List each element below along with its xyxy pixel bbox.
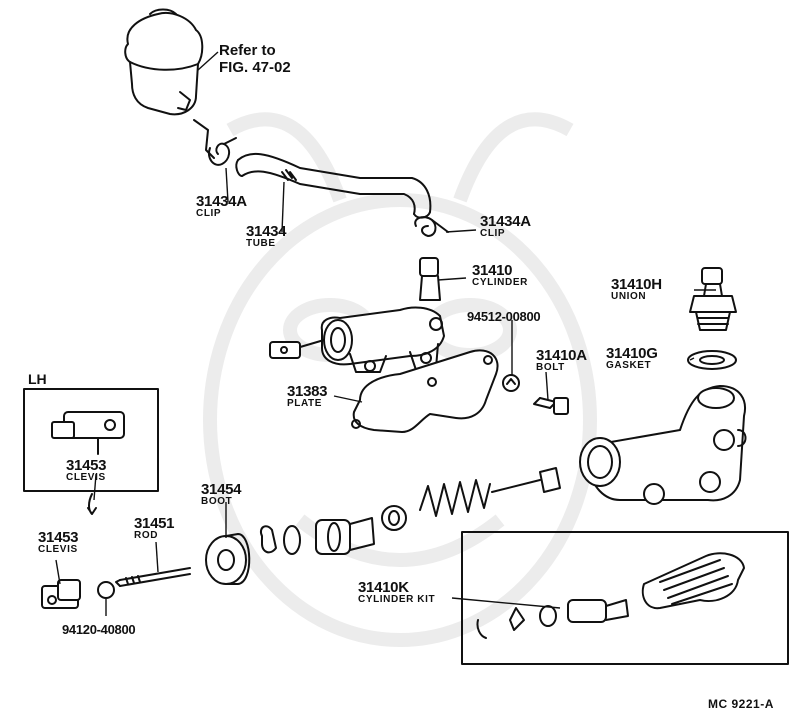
spring-drawing bbox=[419, 479, 491, 517]
part-name: CLEVIS bbox=[38, 544, 78, 555]
gasket-31410G-drawing bbox=[687, 350, 737, 370]
callout-94512-00800: 94512-00800 bbox=[467, 309, 541, 324]
part-number: 94512-00800 bbox=[467, 309, 541, 324]
callout-31410A: 31410A BOLT bbox=[536, 348, 587, 373]
part-number: 31410A bbox=[536, 347, 587, 364]
callout-31453-inset: 31453 CLEVIS bbox=[66, 457, 107, 483]
part-name: CLIP bbox=[196, 208, 222, 219]
cylinder-body-drawing bbox=[579, 385, 747, 505]
clevis-31453-drawing bbox=[41, 579, 81, 609]
callout-31434A-top: 31434A CLIP bbox=[196, 194, 247, 219]
part-number: 94120-40800 bbox=[62, 622, 136, 637]
part-name: UNION bbox=[611, 291, 647, 302]
callout-31410G: 31410G GASKET bbox=[606, 346, 658, 371]
inset-lh-title: LH bbox=[28, 371, 47, 387]
piston-drawing bbox=[315, 505, 407, 555]
rod-31451-drawing bbox=[115, 567, 191, 587]
callout-94120-40800: 94120-40800 bbox=[62, 622, 136, 637]
callout-31454: 31454 BOOT bbox=[201, 481, 242, 507]
pushrod-drawing bbox=[491, 467, 561, 493]
part-name: TUBE bbox=[246, 238, 276, 249]
part-name: CYLINDER bbox=[472, 277, 528, 288]
cylinder-31410-drawing bbox=[269, 257, 445, 373]
nut-94120-drawing bbox=[97, 581, 115, 599]
part-name: BOOT bbox=[201, 496, 233, 507]
plate-31383-drawing bbox=[351, 349, 499, 433]
cup-seal-drawing bbox=[260, 525, 301, 555]
clip-31434A-right-drawing bbox=[414, 216, 449, 237]
part-number: 31410K bbox=[358, 579, 409, 596]
callout-31451: 31451 ROD bbox=[134, 515, 175, 541]
reservoir-drawing bbox=[124, 8, 215, 159]
part-name: ROD bbox=[134, 530, 159, 541]
part-name: PLATE bbox=[287, 398, 323, 409]
callout-31410H: 31410H UNION bbox=[611, 277, 662, 302]
bolt-31410A-drawing bbox=[533, 397, 569, 415]
clip-31434A-top-drawing bbox=[208, 137, 237, 166]
callout-31383: 31383 PLATE bbox=[287, 383, 328, 409]
part-number: 31383 bbox=[287, 383, 328, 400]
part-number: 31453 bbox=[38, 529, 79, 546]
part-name: CYLINDER KIT bbox=[358, 594, 436, 605]
drawing-code: MC 9221-A bbox=[708, 697, 774, 711]
part-name: BOLT bbox=[536, 362, 565, 373]
callout-31410K: 31410K CYLINDER KIT bbox=[358, 580, 435, 605]
union-31410H-drawing bbox=[689, 267, 737, 331]
part-name: CLIP bbox=[480, 228, 506, 239]
refer-note: Refer to FIG. 47-02 bbox=[219, 42, 291, 76]
part-number: 31410 bbox=[472, 262, 513, 279]
tube-31434-drawing bbox=[235, 152, 432, 219]
callout-31410: 31410 CYLINDER bbox=[472, 263, 528, 288]
part-number: 31453 bbox=[66, 457, 107, 474]
callout-31434A-right: 31434A CLIP bbox=[480, 214, 531, 239]
leader-lines bbox=[55, 51, 716, 616]
refer-note-line2: FIG. 47-02 bbox=[219, 59, 291, 76]
cylinder-kit-box bbox=[461, 531, 789, 665]
part-number: 31410G bbox=[606, 345, 658, 362]
part-number: 31434A bbox=[196, 193, 247, 210]
part-name: GASKET bbox=[606, 360, 652, 371]
part-number: 31451 bbox=[134, 515, 175, 532]
part-name: CLEVIS bbox=[66, 472, 106, 483]
callout-31434: 31434 TUBE bbox=[246, 223, 287, 249]
part-number: 31410H bbox=[611, 276, 662, 293]
inset-lh-box bbox=[23, 388, 159, 515]
part-number: 31454 bbox=[201, 481, 242, 498]
part-number: 31434A bbox=[480, 213, 531, 230]
part-number: 31434 bbox=[246, 223, 287, 240]
callout-31453: 31453 CLEVIS bbox=[38, 529, 79, 555]
refer-note-line1: Refer to bbox=[219, 42, 276, 59]
washer-94512-drawing bbox=[502, 374, 520, 392]
